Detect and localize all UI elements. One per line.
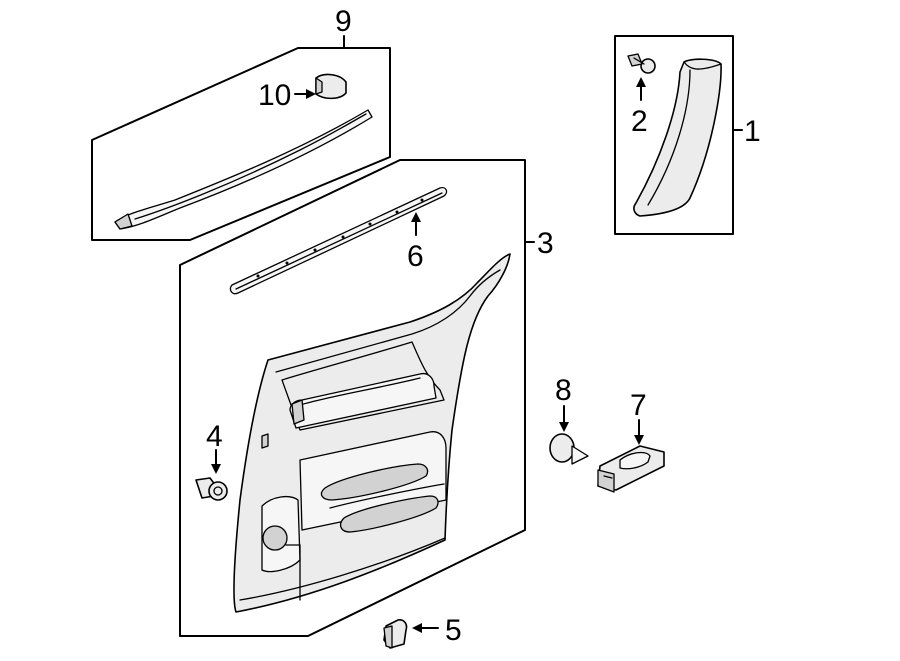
arrow-2 bbox=[636, 77, 646, 101]
callout-4: 4 bbox=[206, 420, 223, 453]
door-lining-panel bbox=[233, 253, 511, 613]
callout-5: 5 bbox=[445, 614, 462, 647]
group-3-panel bbox=[179, 159, 535, 637]
arrow-8 bbox=[559, 405, 569, 432]
clip-part-10 bbox=[315, 73, 347, 100]
screw-part-2 bbox=[627, 53, 656, 74]
clip-part-8 bbox=[549, 433, 589, 465]
group-9-panel bbox=[91, 35, 391, 241]
arrow-5 bbox=[412, 623, 439, 633]
molding-part-6 bbox=[229, 186, 448, 295]
callout-8: 8 bbox=[555, 374, 572, 407]
arrow-6 bbox=[411, 212, 421, 236]
push-pin-part-4 bbox=[195, 477, 228, 501]
pillar-trim-part-1 bbox=[633, 58, 722, 217]
arrow-7 bbox=[634, 419, 644, 445]
arrow-4 bbox=[211, 449, 221, 474]
callout-10: 10 bbox=[258, 79, 291, 112]
callout-3: 3 bbox=[537, 227, 554, 260]
callout-7: 7 bbox=[630, 389, 647, 422]
callout-9: 9 bbox=[335, 5, 352, 38]
arrow-10 bbox=[294, 89, 316, 99]
callout-6: 6 bbox=[407, 240, 424, 273]
cap-part-5 bbox=[383, 619, 408, 649]
group-1-box bbox=[614, 35, 743, 235]
weatherstrip-part bbox=[114, 109, 373, 230]
callout-1: 1 bbox=[744, 115, 761, 148]
bracket-part-7 bbox=[597, 445, 665, 493]
callout-2: 2 bbox=[631, 105, 648, 138]
